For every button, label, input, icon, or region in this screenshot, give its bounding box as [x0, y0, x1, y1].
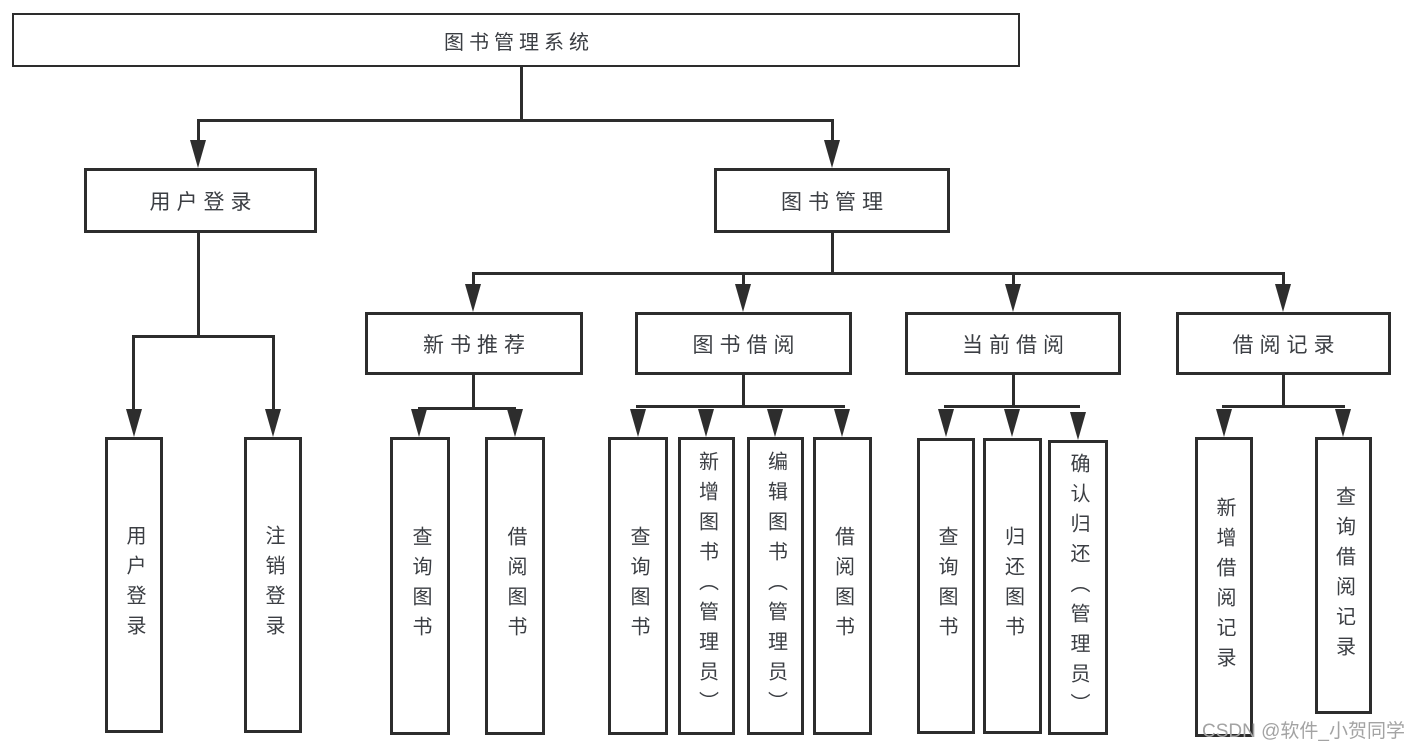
connector-book-mgmt-bar: [472, 272, 1285, 275]
connector-book-mgmt-stem: [831, 233, 834, 275]
leaf-nbr-borrow-books: 借阅图书: [485, 437, 545, 735]
connector-br-stem: [1282, 375, 1285, 408]
leaf-br-query-borrow-record: 查询借阅记录: [1315, 437, 1372, 714]
connector-root-bar: [197, 119, 834, 122]
node-borrowing-records: 借阅记录: [1176, 312, 1391, 375]
arrow-down-icon: [265, 409, 281, 437]
arrow-down-icon: [824, 140, 840, 168]
arrow-down-icon: [1216, 409, 1232, 437]
leaf-bb-borrow-books: 借阅图书: [813, 437, 872, 735]
node-label: 编辑图书（管理员）: [764, 451, 787, 721]
node-label: 新增借阅记录: [1213, 497, 1235, 677]
connector-cb-bar: [944, 405, 1080, 408]
node-label: 用户登录: [123, 525, 145, 645]
node-label: 借阅记录: [1232, 333, 1341, 357]
connector-arrow-stem: [132, 338, 135, 413]
connector-arrow-stem: [197, 122, 200, 144]
node-label: 图书借阅: [692, 333, 801, 357]
connector-user-login-stem: [197, 233, 200, 338]
leaf-user-login: 用户登录: [105, 437, 163, 733]
node-label: 确认归还（管理员）: [1067, 452, 1089, 723]
connector-arrow-stem: [742, 275, 745, 288]
node-label: 查询图书: [627, 526, 649, 646]
arrow-down-icon: [698, 409, 714, 437]
arrow-down-icon: [507, 409, 523, 437]
leaf-cb-return-books: 归还图书: [983, 438, 1042, 734]
node-label: 注销登录: [262, 525, 284, 645]
node-new-book-recommendation: 新书推荐: [365, 312, 583, 375]
connector-nbr-stem: [472, 375, 475, 410]
connector-bb-stem: [742, 375, 745, 408]
connector-arrow-stem: [1012, 275, 1015, 288]
node-label: 图书管理系统: [444, 31, 594, 54]
node-label: 借阅图书: [504, 526, 526, 646]
node-book-borrowing: 图书借阅: [635, 312, 852, 375]
connector-arrow-stem: [272, 338, 275, 413]
arrow-down-icon: [1005, 284, 1021, 312]
arrow-down-icon: [465, 284, 481, 312]
node-label: 新增图书（管理员）: [695, 451, 718, 721]
leaf-cb-confirm-return-admin: 确认归还（管理员）: [1048, 440, 1108, 735]
leaf-nbr-query-books: 查询图书: [390, 437, 450, 735]
arrow-down-icon: [411, 409, 427, 437]
connector-arrow-stem: [831, 122, 834, 144]
node-label: 用户登录: [149, 190, 258, 214]
connector-arrow-stem: [1282, 275, 1285, 288]
leaf-logout: 注销登录: [244, 437, 302, 733]
node-label: 图书管理: [781, 190, 889, 214]
arrow-down-icon: [767, 409, 783, 437]
leaf-bb-query-books: 查询图书: [608, 437, 668, 735]
arrow-down-icon: [630, 409, 646, 437]
connector-cb-stem: [1012, 375, 1015, 408]
arrow-down-icon: [1070, 412, 1086, 440]
node-label: 新书推荐: [423, 333, 531, 357]
connector-nbr-bar: [418, 407, 516, 410]
csdn-watermark: CSDN @软件_小贺同学: [1202, 721, 1405, 742]
leaf-bb-edit-books-admin: 编辑图书（管理员）: [747, 437, 804, 735]
arrow-down-icon: [735, 284, 751, 312]
node-book-management: 图书管理: [714, 168, 950, 233]
arrow-down-icon: [1335, 409, 1351, 437]
connector-user-login-bar: [132, 335, 275, 338]
connector-root-stem: [520, 67, 523, 119]
node-label: 查询图书: [935, 526, 957, 646]
node-label: 借阅图书: [831, 526, 854, 646]
arrow-down-icon: [938, 409, 954, 437]
node-label: 查询图书: [409, 526, 431, 646]
node-label: 当前借阅: [962, 333, 1070, 357]
node-user-login: 用户登录: [84, 168, 317, 233]
arrow-down-icon: [190, 140, 206, 168]
node-label: 归还图书: [1001, 526, 1024, 646]
connector-bb-bar: [636, 405, 845, 408]
leaf-cb-query-books: 查询图书: [917, 438, 975, 734]
arrow-down-icon: [1275, 284, 1291, 312]
node-root-library-management-system: 图书管理系统: [12, 13, 1020, 67]
connector-arrow-stem: [472, 275, 475, 288]
leaf-bb-add-books-admin: 新增图书（管理员）: [678, 437, 735, 735]
leaf-br-add-borrow-record: 新增借阅记录: [1195, 437, 1253, 737]
arrow-down-icon: [126, 409, 142, 437]
node-current-borrowing: 当前借阅: [905, 312, 1121, 375]
connector-br-bar: [1222, 405, 1345, 408]
arrow-down-icon: [834, 409, 850, 437]
arrow-down-icon: [1004, 409, 1020, 437]
node-label: 查询借阅记录: [1332, 485, 1355, 666]
